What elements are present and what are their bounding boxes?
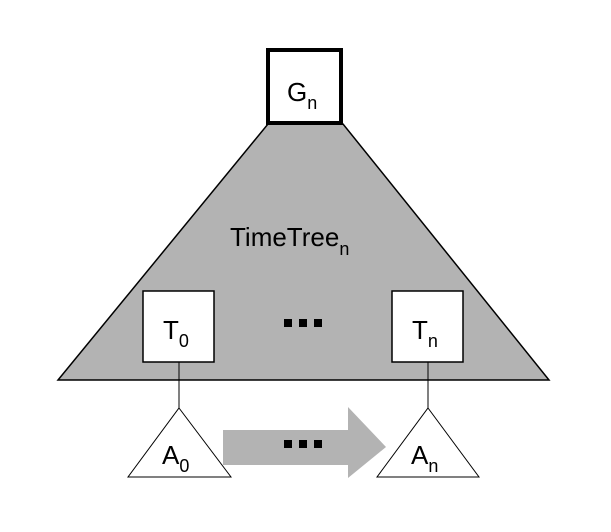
leaf-node-tn-label: Tn [412,315,438,351]
leaf-node-t0-label: T0 [163,315,189,351]
subtree-an-label: An [411,440,438,476]
root-node-box [266,48,343,125]
root-node-label: Gn [287,77,317,113]
arrow-ellipsis [284,440,322,448]
timetree-shape [56,123,551,381]
timetree-label: TimeTreen [230,222,349,259]
subtree-a0-label: A0 [162,440,189,476]
subtree-a0-triangle [127,407,233,478]
middle-ellipsis [284,319,322,327]
subtree-an-triangle [376,407,480,478]
